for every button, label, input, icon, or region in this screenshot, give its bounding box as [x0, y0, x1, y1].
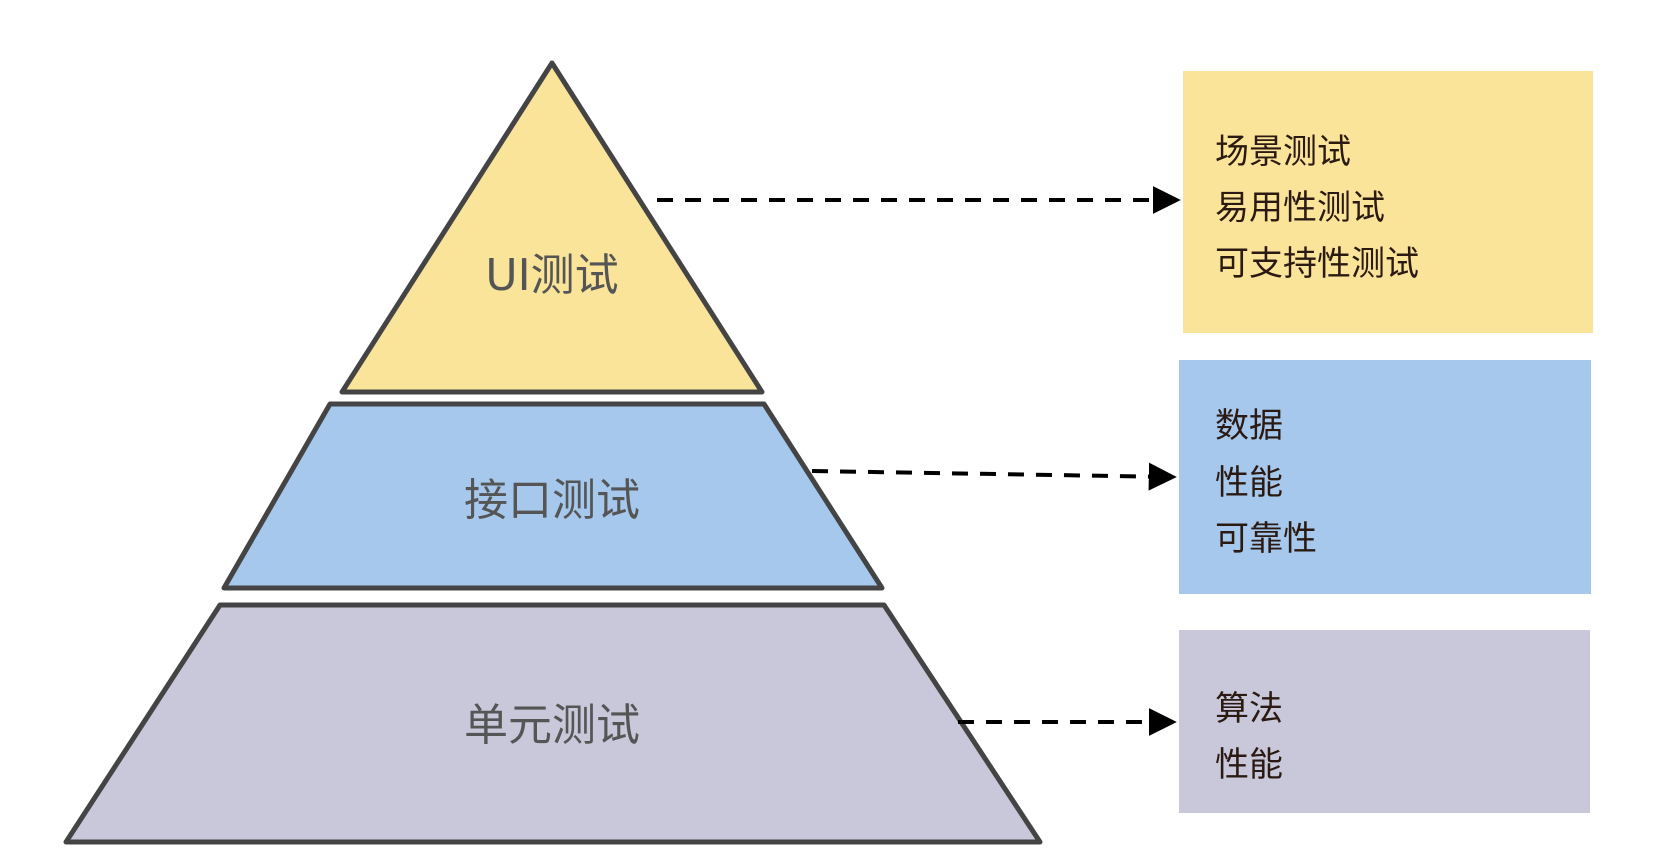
tier-label-api: 接口测试 — [464, 475, 640, 526]
ui-item-scenario: 场景测试 — [1215, 132, 1351, 172]
info-box-ui — [1183, 71, 1593, 333]
pyramid-tier-api — [221, 401, 885, 591]
arrow-api — [811, 462, 1177, 491]
api-item-data: 数据 — [1215, 406, 1283, 446]
api-item-reliability: 可靠性 — [1215, 519, 1317, 559]
tier-label-unit: 单元测试 — [464, 700, 640, 751]
info-box-unit — [1179, 630, 1590, 813]
ui-item-supportability: 可支持性测试 — [1215, 244, 1419, 284]
pyramid-tier-ui — [339, 60, 765, 395]
unit-item-performance: 性能 — [1215, 745, 1283, 785]
unit-item-algorithm: 算法 — [1215, 689, 1283, 729]
info-box-api — [1179, 360, 1591, 594]
tier-label-ui: UI测试 — [485, 250, 618, 301]
api-item-performance: 性能 — [1215, 463, 1283, 503]
ui-item-usability: 易用性测试 — [1215, 188, 1385, 228]
pyramid-tier-unit — [63, 602, 1043, 845]
